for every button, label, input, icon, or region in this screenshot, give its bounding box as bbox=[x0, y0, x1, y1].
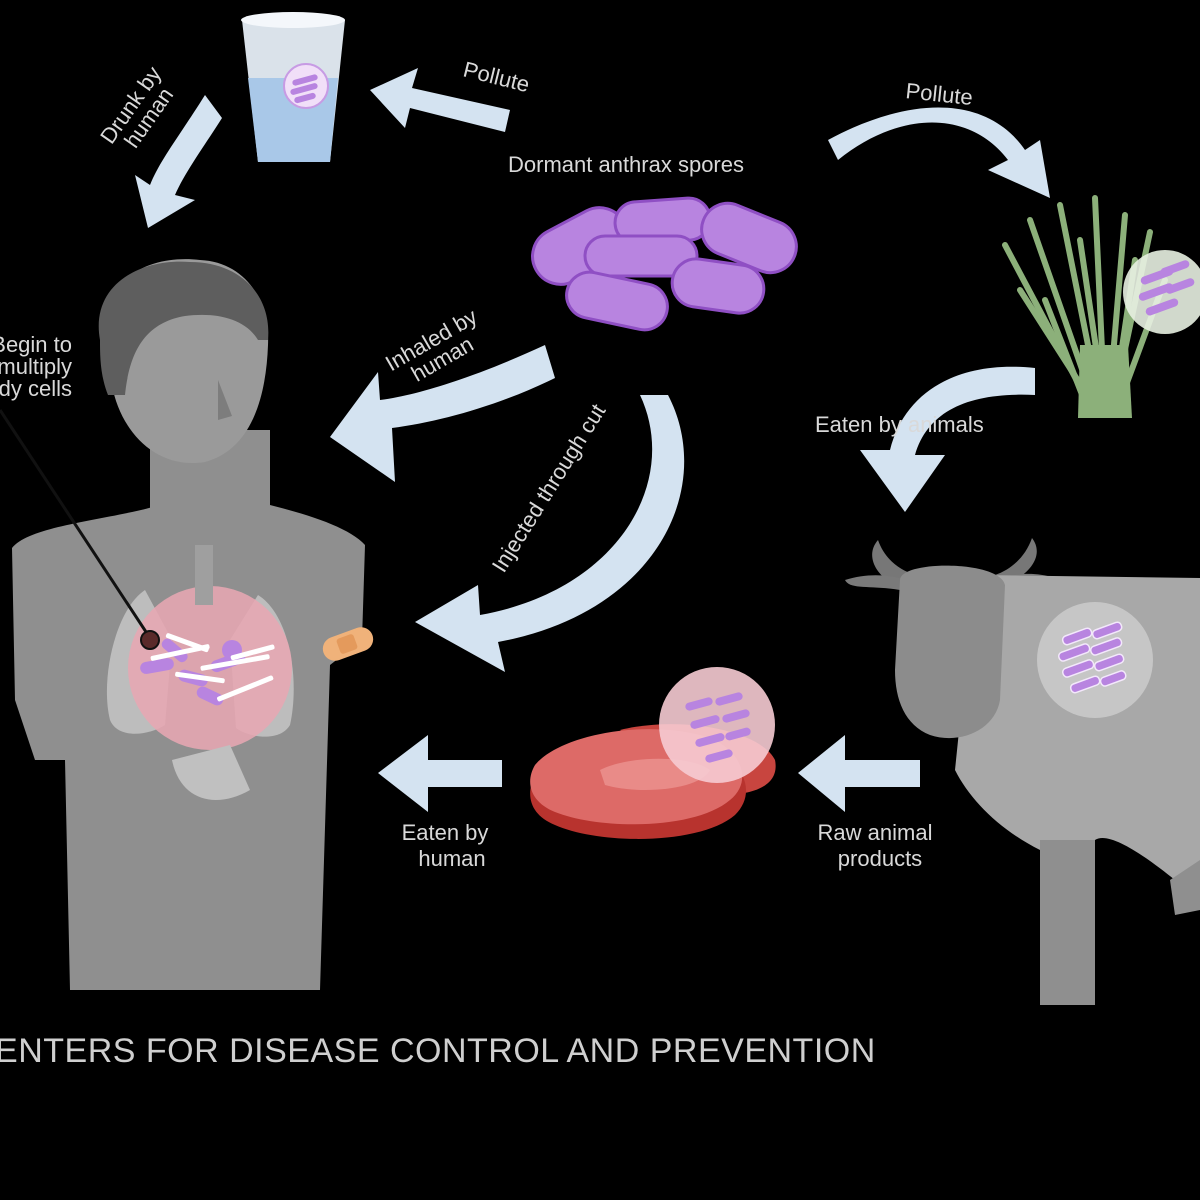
spore-magnifier-icon bbox=[659, 667, 775, 783]
label-eaten-by-animals: Eaten by animals bbox=[815, 412, 984, 437]
credit-text: CENTERS FOR DISEASE CONTROL AND PREVENTI… bbox=[0, 1032, 876, 1070]
label-begin-line3: in body cells bbox=[0, 376, 72, 401]
callout-dot bbox=[140, 630, 160, 650]
label-begin-line1: Begin to bbox=[0, 332, 72, 357]
spore-magnifier-icon bbox=[1037, 602, 1153, 718]
label-injected: Injected through cut bbox=[487, 399, 611, 576]
bandage-icon bbox=[322, 627, 374, 661]
water-glass-icon bbox=[241, 12, 345, 162]
arrow-pollute-to-grass bbox=[828, 107, 1050, 198]
label-pollute-right: Pollute bbox=[904, 78, 974, 110]
arrow-inhaled-by-human bbox=[330, 345, 555, 482]
spores-in-lungs-icon bbox=[140, 633, 275, 706]
spore-magnifier-icon bbox=[1123, 250, 1200, 334]
spore-cluster-icon bbox=[283, 63, 329, 109]
arrow-raw-animal-products bbox=[798, 735, 920, 812]
arrow-injected-through-cut bbox=[415, 395, 685, 672]
arrow-pollute-to-water bbox=[370, 68, 510, 132]
arrow-eaten-by-human bbox=[378, 735, 502, 812]
label-spores: Dormant anthrax spores bbox=[508, 152, 744, 177]
arrow-drunk-by-human bbox=[135, 95, 222, 228]
label-raw-products-line1: Raw animal bbox=[818, 820, 933, 845]
arrow-eaten-by-animals bbox=[860, 366, 1035, 512]
cow-icon bbox=[845, 538, 1200, 1005]
label-eaten-by-human-line1: Eaten by bbox=[402, 820, 489, 845]
anthrax-spores-icon bbox=[531, 196, 798, 332]
human-figure-icon bbox=[0, 259, 374, 990]
label-pollute-left: Pollute bbox=[461, 57, 532, 98]
label-begin-line2: multiply bbox=[0, 354, 72, 379]
meat-icon bbox=[530, 667, 776, 839]
label-raw-products-line2: products bbox=[838, 846, 922, 871]
label-eaten-by-human-line2: human bbox=[418, 846, 485, 871]
hair bbox=[98, 261, 269, 395]
